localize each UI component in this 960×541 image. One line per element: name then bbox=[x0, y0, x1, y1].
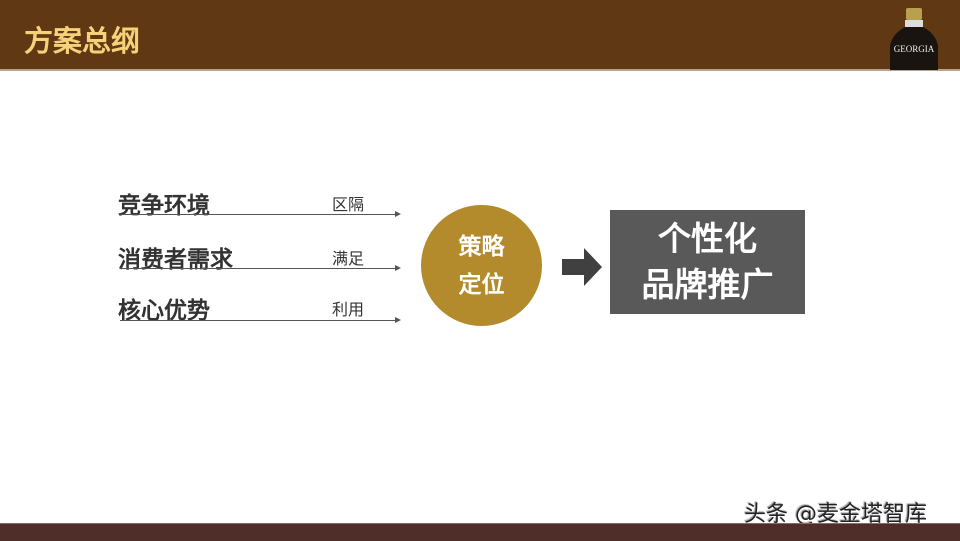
watermark: 头条 @麦金塔智库 bbox=[744, 502, 927, 527]
result-line2: 品牌推广 bbox=[641, 265, 774, 304]
input-label-core-advantage: 核心优势 bbox=[118, 298, 210, 324]
svg-text:GEORGIA: GEORGIA bbox=[894, 44, 935, 54]
header-bar: 方案总纲 GEORGIA bbox=[0, 0, 960, 71]
page-title: 方案总纲 bbox=[24, 24, 141, 58]
circle-line1: 策略 bbox=[458, 233, 505, 260]
action-label: 满足 bbox=[332, 249, 365, 268]
georgia-bottle-logo: GEORGIA bbox=[890, 8, 938, 70]
right-arrow-icon bbox=[562, 248, 602, 286]
action-label: 利用 bbox=[332, 300, 365, 319]
circle-line2: 定位 bbox=[458, 271, 505, 298]
footer-bar bbox=[0, 523, 960, 541]
arrow-line bbox=[120, 317, 401, 323]
action-label: 区隔 bbox=[332, 195, 365, 214]
arrow-line bbox=[120, 211, 401, 217]
result-line1: 个性化 bbox=[658, 219, 757, 258]
strategy-circle: 策略 定位 bbox=[421, 205, 542, 326]
result-box: 个性化 品牌推广 bbox=[610, 210, 805, 314]
arrow-line bbox=[120, 265, 401, 271]
